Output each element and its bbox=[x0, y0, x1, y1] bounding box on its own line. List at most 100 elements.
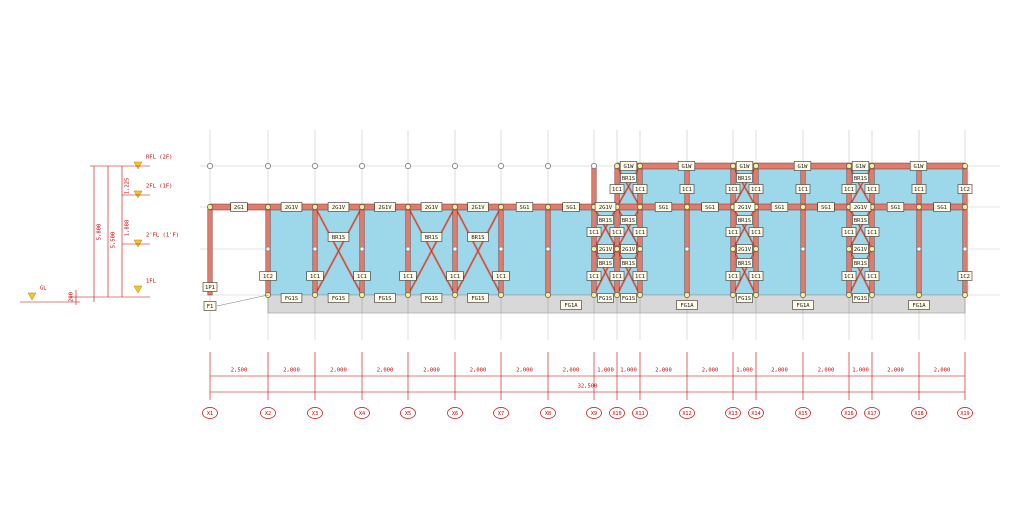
label-fnd-s-2-box bbox=[327, 293, 350, 303]
axis-bubble-x9 bbox=[586, 407, 602, 419]
label-brace-up-0-box bbox=[597, 215, 614, 225]
label-sg1-16-box bbox=[886, 202, 905, 212]
label-upper-beam-2-box bbox=[735, 161, 754, 171]
span-dim-6: 2,000 bbox=[470, 368, 487, 374]
label-sg1-7-box bbox=[562, 202, 580, 212]
joint-node bbox=[545, 204, 551, 210]
grid-node-mid bbox=[359, 246, 365, 252]
label-upper-beam-3-box bbox=[793, 161, 812, 171]
label-column-6-box bbox=[492, 271, 510, 281]
label-brace-up-2-box bbox=[736, 215, 753, 225]
joint-node bbox=[846, 292, 852, 298]
label-sg1-14-box bbox=[817, 202, 835, 212]
panel-center-node bbox=[684, 246, 690, 252]
joint-node bbox=[637, 163, 643, 169]
label-2g1v-12-box bbox=[733, 202, 756, 212]
label-column-mid-13-box bbox=[748, 227, 764, 237]
axis-bubble-x16 bbox=[841, 407, 857, 419]
label-mid-beam-3-box bbox=[852, 244, 869, 254]
label-fnd-a-1-box bbox=[560, 300, 582, 310]
label-column-2: 1C1 bbox=[310, 274, 320, 280]
label-brace-up-3-box bbox=[852, 215, 869, 225]
label-2g1v-12: 2G1V bbox=[738, 205, 752, 211]
label-column-low-10-box bbox=[632, 271, 648, 281]
label-column-top-end: 1C2 bbox=[960, 187, 970, 193]
axis-bubble-x17 bbox=[864, 407, 880, 419]
grid-node-top bbox=[545, 163, 551, 169]
label-upper-beam-2: G1W bbox=[740, 164, 751, 170]
span-dim-12: 2,000 bbox=[702, 368, 719, 374]
label-column-low-9-box bbox=[609, 271, 625, 281]
label-column-5-box bbox=[446, 271, 464, 281]
label-column-mid-15: 1C1 bbox=[844, 230, 854, 236]
label-sg1-17-box bbox=[933, 202, 951, 212]
joint-node bbox=[591, 246, 597, 252]
joint-node bbox=[916, 204, 922, 210]
level-marker-gl bbox=[27, 292, 37, 301]
label-column-mid-10-box bbox=[632, 227, 648, 237]
column-upper-9 bbox=[591, 165, 597, 208]
label-mid-beam-3: 2G1V bbox=[854, 247, 868, 253]
joint-node bbox=[962, 292, 968, 298]
axis-bubble-x4 bbox=[354, 407, 370, 419]
joint-node bbox=[800, 292, 806, 298]
dim-1888: 1,888 bbox=[125, 220, 131, 237]
joint-node bbox=[405, 204, 411, 210]
grid-node-top bbox=[312, 163, 318, 169]
label-brace-up-1-box bbox=[620, 215, 637, 225]
total-span-dim: 32,500 bbox=[578, 384, 598, 390]
label-column-1: 1C2 bbox=[263, 274, 273, 280]
axis-label-x8: X8 bbox=[545, 411, 551, 417]
level-label-gl: GL bbox=[40, 286, 47, 292]
joint-node bbox=[916, 292, 922, 298]
label-column-top-12: 1C1 bbox=[728, 187, 738, 193]
label-brace-low-3-box bbox=[852, 258, 869, 268]
axis-label-x18: X18 bbox=[914, 411, 923, 417]
label-column-top-17-box bbox=[911, 184, 927, 194]
label-column-mid-8-box bbox=[586, 227, 602, 237]
label-column-end-box bbox=[957, 271, 973, 281]
joint-node bbox=[869, 163, 875, 169]
label-column-low-10: 1C1 bbox=[635, 274, 645, 280]
axis-label-x10: X10 bbox=[612, 411, 621, 417]
joint-node bbox=[684, 292, 690, 298]
level-label-1f: 2FL (1F) bbox=[146, 184, 173, 190]
label-column-low-15-box bbox=[841, 271, 857, 281]
label-sg1-11: SG1 bbox=[705, 205, 715, 211]
label-sg1-13-box bbox=[770, 202, 789, 212]
label-brace-low-1: BR1S bbox=[622, 261, 635, 267]
axis-bubble-x14 bbox=[748, 407, 764, 419]
label-upper-beam-5-box bbox=[909, 161, 928, 171]
wall-panel-3 bbox=[616, 165, 966, 208]
label-2g1v-8: 2G1V bbox=[599, 205, 613, 211]
label-brace-top-1-box bbox=[736, 173, 753, 183]
label-brace-low-0-box bbox=[597, 258, 614, 268]
grid-node-top bbox=[207, 163, 213, 169]
label-fnd-s-5-box bbox=[467, 293, 489, 303]
span-dim-2: 2,000 bbox=[283, 368, 300, 374]
grid-node-top bbox=[498, 163, 504, 169]
axis-label-x3: X3 bbox=[312, 411, 318, 417]
joint-node bbox=[498, 292, 504, 298]
label-fnd-a-2-box bbox=[676, 300, 698, 310]
joint-node bbox=[730, 292, 736, 298]
label-column-top-16-box bbox=[864, 184, 880, 194]
brace-upper-0-b-edge bbox=[593, 206, 618, 250]
joint-node bbox=[614, 246, 620, 252]
joint-node bbox=[498, 204, 504, 210]
span-dim-10: 1,000 bbox=[620, 368, 637, 374]
label-column-top-11: 1C1 bbox=[682, 187, 692, 193]
axis-label-x14: X14 bbox=[751, 411, 760, 417]
label-sg1-6-box bbox=[515, 202, 534, 212]
label-fnd-s-9-box bbox=[620, 293, 637, 303]
brace-top-1-b-edge bbox=[732, 165, 757, 208]
label-column-low-16: 1C1 bbox=[867, 274, 877, 280]
label-fnd-s-1-box bbox=[280, 293, 303, 303]
label-brace-low-2-box bbox=[736, 258, 753, 268]
grid-node-top bbox=[265, 163, 271, 169]
joint-node bbox=[452, 204, 458, 210]
label-upper-beam-1: G1W bbox=[682, 164, 693, 170]
joint-node bbox=[753, 246, 759, 252]
label-sg1-10: SG1 bbox=[659, 205, 669, 211]
